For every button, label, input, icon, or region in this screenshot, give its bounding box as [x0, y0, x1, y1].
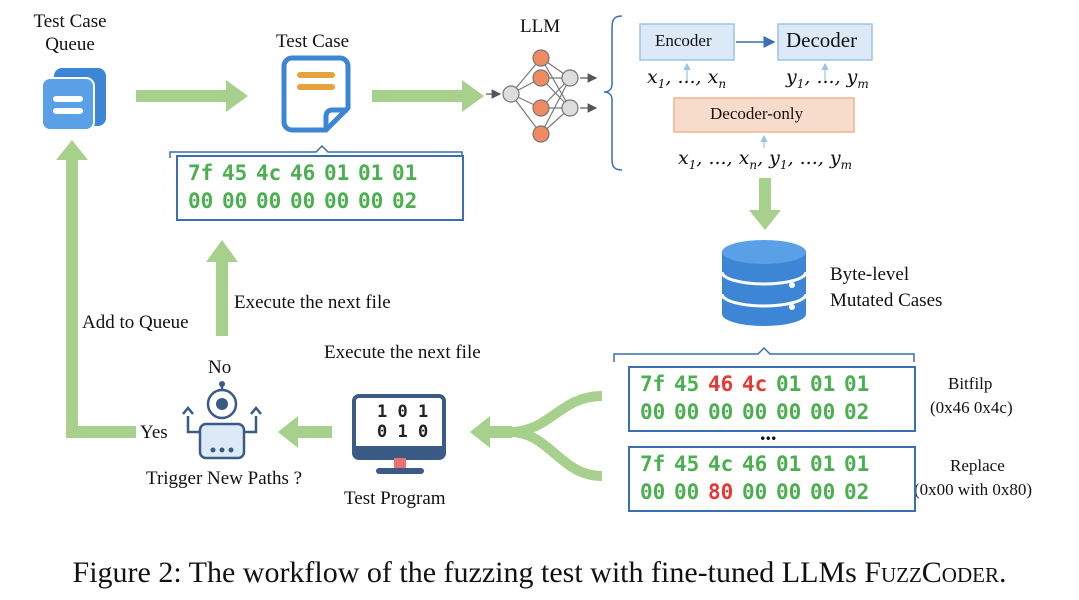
bitflip-label: Bitfilp: [948, 374, 993, 393]
no-label: No: [208, 357, 232, 378]
hex-byte: 00: [188, 189, 214, 213]
hex-byte: 00: [640, 480, 666, 504]
decoder-box: [777, 23, 873, 61]
hex-byte: 45: [674, 452, 700, 476]
hex-byte: 00: [222, 189, 248, 213]
hex-byte: 4c: [256, 161, 282, 185]
database-icon: [720, 240, 808, 326]
hex-byte: 00: [290, 189, 316, 213]
trigger-label: Trigger New Paths ?: [146, 468, 303, 489]
hex-byte: 00: [742, 400, 768, 424]
hex-byte: 02: [844, 480, 870, 504]
hex-byte: 45: [222, 161, 248, 185]
hex-row: 7f 45 4c 46 01 01 01: [640, 452, 878, 476]
hex-byte: 00: [776, 480, 802, 504]
hex-byte: 4c: [742, 372, 768, 396]
neural-network-icon: [486, 49, 598, 143]
architecture-bracket: [603, 15, 623, 171]
hex-byte: 46: [742, 452, 768, 476]
caption-prefix: Figure 2: The workflow of the fuzzing te…: [72, 556, 865, 589]
hex-byte: 7f: [188, 161, 214, 185]
bitflip-detail: (0x46 0x4c): [930, 398, 1013, 417]
hex-row: 7f 45 46 4c 01 01 01: [640, 372, 878, 396]
hex-byte: 00: [776, 400, 802, 424]
hex-byte: 01: [844, 452, 870, 476]
hex-box-bitflip: 7f 45 46 4c 01 01 01 00 00 00 00 00 00 02: [628, 366, 916, 432]
hex-byte: 00: [810, 400, 836, 424]
decoder-sequence: y1, ..., ym: [786, 66, 869, 91]
hex-byte: 00: [640, 400, 666, 424]
hex-byte: 4c: [708, 452, 734, 476]
execute-next-file-label-2: Execute the next file: [324, 342, 481, 363]
hex-row: 00 00 80 00 00 00 02: [640, 480, 878, 504]
hex-byte: 01: [810, 372, 836, 396]
test-program-label: Test Program: [344, 488, 446, 509]
hex-byte: 7f: [640, 372, 666, 396]
robot-icon: [182, 381, 262, 460]
hex-byte: 46: [290, 161, 316, 185]
hex-byte: 7f: [640, 452, 666, 476]
hex-byte: 01: [776, 452, 802, 476]
hex-byte: 00: [256, 189, 282, 213]
hex-byte: 01: [324, 161, 350, 185]
hex-byte: 01: [776, 372, 802, 396]
execute-next-file-label-1: Execute the next file: [234, 292, 391, 313]
test-case-brace: [169, 144, 463, 158]
hex-byte: 00: [674, 480, 700, 504]
hex-box-original: 7f 45 4c 46 01 01 01 00 00 00 00 00 00 02: [176, 155, 464, 221]
hex-row: 7f 45 4c 46 01 01 01: [188, 161, 426, 185]
decoder-label: Decoder: [786, 28, 858, 52]
hex-byte: 45: [674, 372, 700, 396]
hex-byte: 00: [324, 189, 350, 213]
caption-name: FuzzCoder.: [864, 556, 1007, 589]
hex-byte: 00: [358, 189, 384, 213]
queue-label: Test Case Queue: [33, 11, 107, 55]
monitor-screen-row1: 1 0 1: [377, 402, 429, 422]
hex-byte: 80: [708, 480, 734, 504]
monitor-screen-row2: 0 1 0: [377, 422, 429, 442]
decoder-only-sequence: x1, ..., xn, y1, ..., ym: [678, 147, 852, 172]
hex-byte: 02: [844, 400, 870, 424]
decoder-only-box: [673, 97, 855, 133]
encoder-box: [639, 23, 735, 61]
hex-box-replace: 7f 45 4c 46 01 01 01 00 00 80 00 00 00 02: [628, 446, 916, 512]
mutated-brace: [613, 346, 915, 362]
hex-byte: 00: [674, 400, 700, 424]
hex-byte: 02: [392, 189, 418, 213]
hex-byte: 00: [810, 480, 836, 504]
replace-detail: (0x00 with 0x80): [914, 480, 1033, 499]
test-case-label: Test Case: [276, 31, 350, 52]
document-icon: [281, 55, 351, 133]
hex-byte: 46: [708, 372, 734, 396]
hex-byte: 01: [844, 372, 870, 396]
yes-label: Yes: [140, 422, 168, 443]
encoder-sequence: x1, ..., xn: [647, 66, 727, 91]
hex-byte: 01: [810, 452, 836, 476]
flow-arrows: [56, 80, 781, 448]
llm-label: LLM: [520, 16, 561, 37]
queue-icon: [41, 68, 106, 131]
merge-connector: [470, 391, 603, 481]
figure-caption: Figure 2: The workflow of the fuzzing te…: [0, 556, 1079, 590]
hex-byte: 00: [708, 400, 734, 424]
hex-byte: 01: [392, 161, 418, 185]
monitor-icon: [352, 394, 446, 474]
mutated-label: Byte-level Mutated Cases: [830, 264, 943, 311]
replace-label: Replace: [950, 456, 1005, 475]
decoder-only-label: Decoder-only: [710, 104, 804, 123]
hex-byte: 01: [358, 161, 384, 185]
hex-row: 00 00 00 00 00 00 02: [188, 189, 426, 213]
add-to-queue-label: Add to Queue: [82, 312, 189, 333]
hex-byte: 00: [742, 480, 768, 504]
encoder-label: Encoder: [655, 31, 712, 50]
hex-row: 00 00 00 00 00 00 02: [640, 400, 878, 424]
